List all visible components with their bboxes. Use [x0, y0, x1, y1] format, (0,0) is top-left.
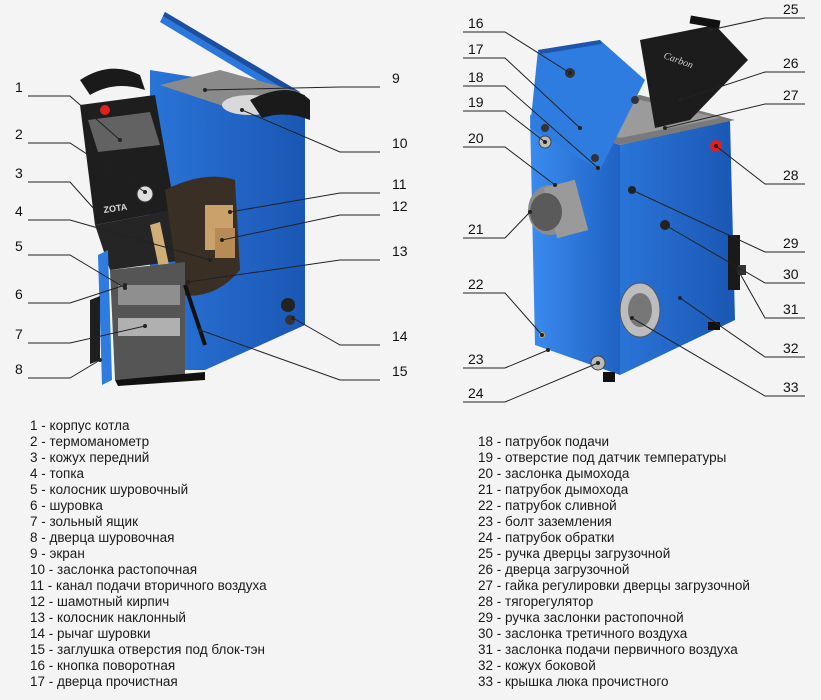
legend-item: 28 - тягорегулятор	[478, 594, 594, 609]
callout-number: 14	[392, 328, 408, 344]
callout-number: 2	[15, 126, 23, 142]
callout-number: 5	[15, 238, 23, 254]
legend-item: 18 - патрубок подачи	[478, 434, 610, 449]
legend-item: 29 - ручка заслонки растопочной	[478, 610, 684, 625]
legend-item: 2 - термоманометр	[30, 434, 150, 449]
callout-number: 20	[468, 130, 484, 146]
legend-item: 31 - заслонка подачи первичного воздуха	[478, 642, 738, 657]
callout-number: 26	[783, 55, 799, 71]
legend-item: 8 - дверца шуровочная	[30, 530, 175, 545]
legend-item: 14 - рычаг шуровки	[30, 626, 151, 641]
callout-number: 33	[783, 379, 799, 395]
legend-item: 1 - корпус котла	[30, 418, 130, 433]
callout-number: 10	[392, 135, 408, 151]
callout-number: 18	[468, 69, 484, 85]
legend-item: 13 - колосник наклонный	[30, 610, 186, 625]
callout-number: 16	[468, 15, 484, 31]
legend-item: 9 - экран	[30, 546, 85, 561]
legend-item: 21 - патрубок дымохода	[478, 482, 629, 497]
callout-number: 6	[15, 286, 23, 302]
legend-item: 25 - ручка дверцы загрузочной	[478, 546, 671, 561]
callout-number: 23	[468, 351, 484, 367]
legend-item: 20 - заслонка дымохода	[478, 466, 630, 481]
callout-number: 17	[468, 41, 484, 57]
legend-item: 5 - колосник шуровочный	[30, 482, 189, 497]
legend-item: 6 - шуровка	[30, 498, 103, 513]
legend-item: 10 - заслонка растопочная	[30, 562, 198, 577]
callouts	[28, 17, 805, 403]
legend-item: 26 - дверца загрузочной	[478, 562, 630, 577]
legend-item: 4 - топка	[30, 466, 85, 481]
callout-number: 21	[468, 221, 484, 237]
callout-number: 3	[15, 165, 23, 181]
callout-number: 9	[392, 70, 400, 86]
legend-item: 22 - патрубок сливной	[478, 498, 617, 513]
legend-item: 27 - гайка регулировки дверцы загрузочно…	[478, 578, 750, 593]
callout-number: 4	[15, 203, 23, 219]
callout-number: 25	[783, 1, 799, 17]
left-boiler: ZOTA	[80, 12, 310, 386]
callout-number: 29	[783, 235, 799, 251]
callout-number: 27	[783, 87, 799, 103]
legend-item: 3 - кожух передний	[30, 450, 150, 465]
callout-number: 19	[468, 94, 484, 110]
callout-number: 13	[392, 243, 408, 259]
legend-item: 23 - болт заземления	[478, 514, 612, 529]
legend-item: 17 - дверца прочистная	[30, 674, 178, 689]
callout-number: 24	[468, 385, 484, 401]
right-boiler: Carbon	[528, 15, 748, 382]
callout-numbers: 1234567891011121314151617181920212223242…	[15, 1, 799, 401]
callout-number: 8	[15, 361, 23, 377]
brand-logo-left: ZOTA	[103, 202, 128, 215]
red-knob-left	[100, 105, 110, 115]
boiler-diagram: ZOTA Carbon	[15, 1, 805, 403]
callout-number: 32	[783, 340, 799, 356]
legend-item: 16 - кнопка поворотная	[30, 658, 176, 673]
callout-number: 7	[15, 326, 23, 342]
callout-number: 30	[783, 266, 799, 282]
legend-item: 7 - зольный ящик	[30, 514, 138, 529]
callout-number: 15	[392, 363, 408, 379]
callout-number: 11	[392, 176, 407, 192]
legend-item: 30 - заслонка третичного воздуха	[478, 626, 688, 641]
callout-number: 22	[468, 276, 484, 292]
callout-number: 12	[392, 198, 408, 214]
callout-number: 1	[15, 79, 23, 95]
callout-number: 28	[783, 167, 799, 183]
legend-item: 32 - кожух боковой	[478, 658, 596, 673]
legend-item: 33 - крышка люка прочистного	[478, 674, 669, 689]
legend-item: 11 - канал подачи вторичного воздуха	[30, 578, 267, 593]
legend-item: 15 - заглушка отверстия под блок-тэн	[30, 642, 265, 657]
legend-item: 12 - шамотный кирпич	[30, 594, 170, 609]
legend-item: 24 - патрубок обратки	[478, 530, 615, 545]
callout-number: 31	[783, 301, 799, 317]
legend-item: 19 - отверстие под датчик температуры	[478, 450, 727, 465]
